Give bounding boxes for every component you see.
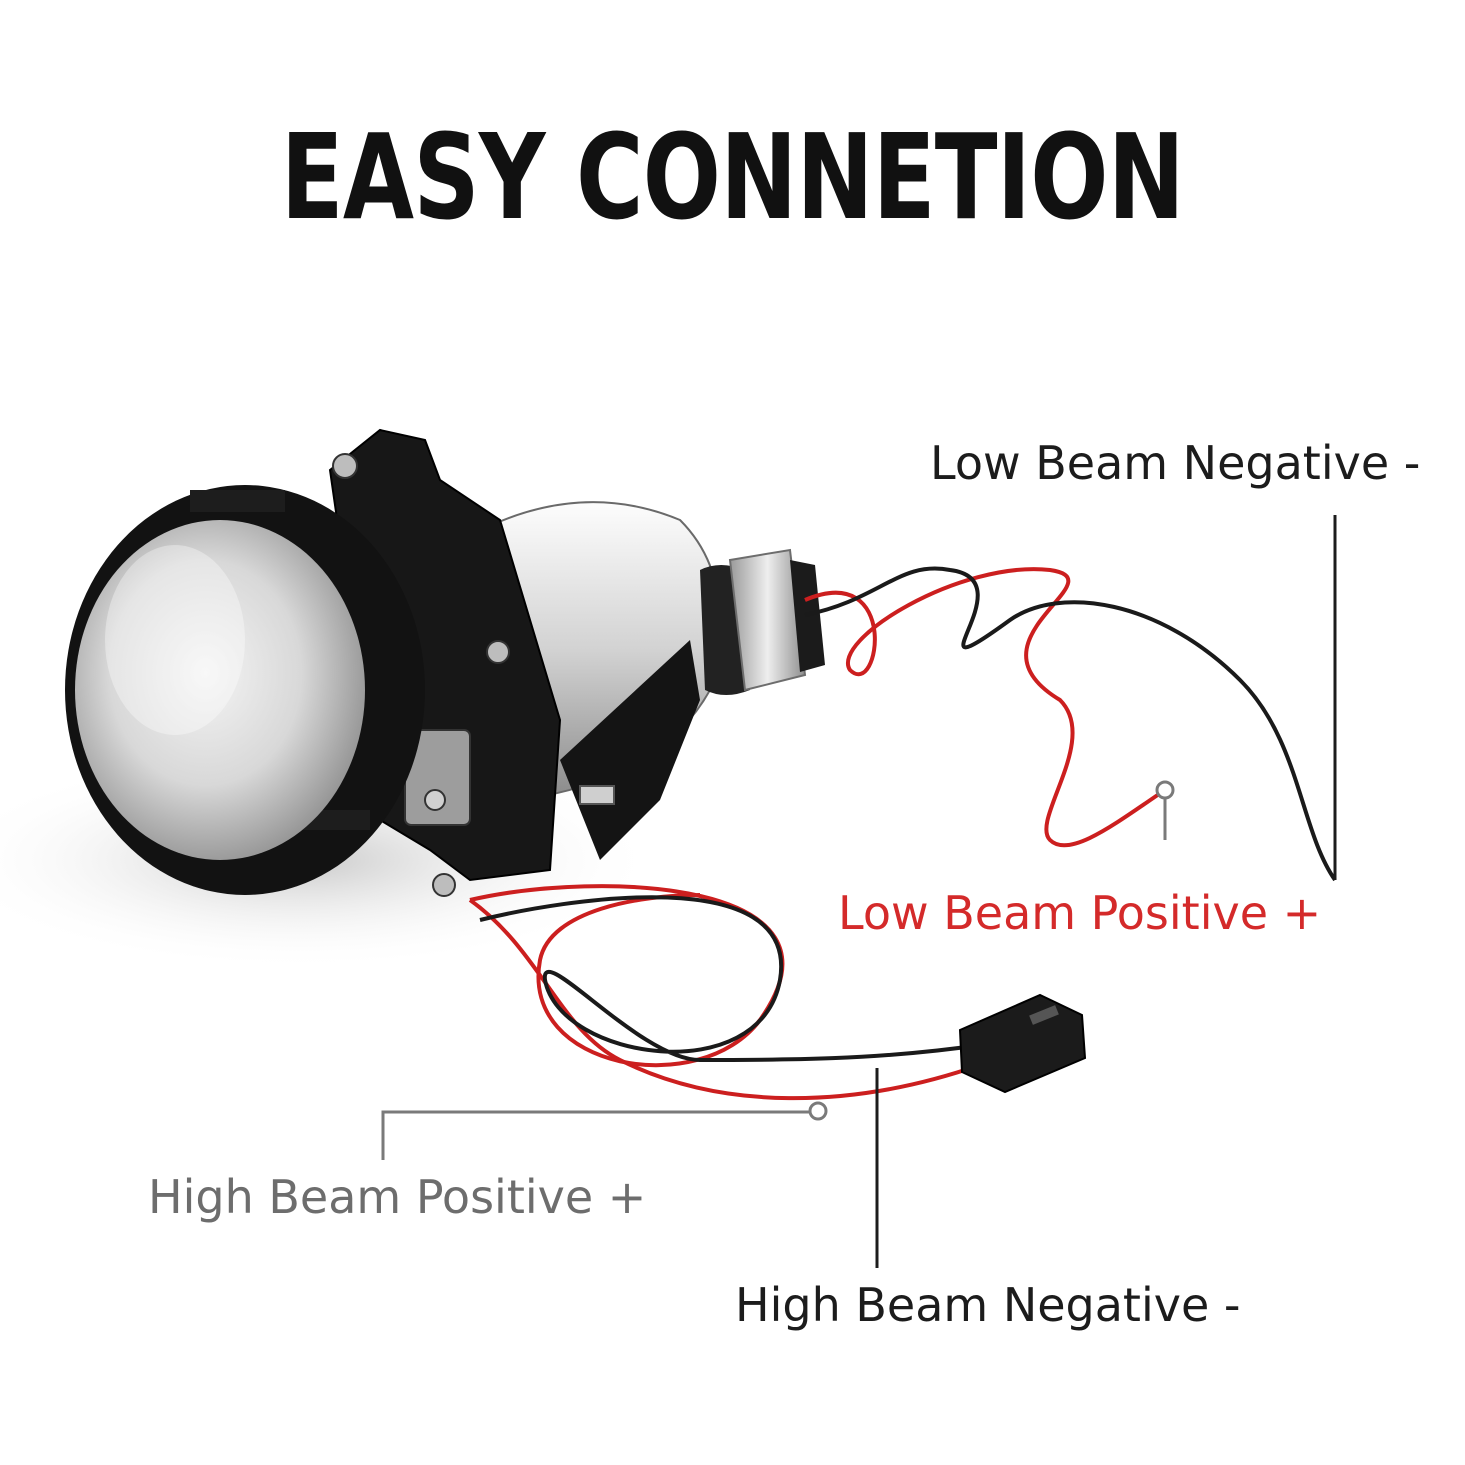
high-beam-black-wire <box>479 895 981 1063</box>
low-beam-negative-label: Low Beam Negative - <box>930 436 1421 490</box>
lens-glass <box>75 520 365 860</box>
bracket-screw-mid <box>486 640 510 664</box>
high-beam-positive-label: High Beam Positive + <box>148 1170 647 1224</box>
threaded-nut <box>728 548 807 692</box>
wire-connector-plug <box>958 993 1087 1094</box>
low-beam-positive-label: Low Beam Positive + <box>838 886 1322 940</box>
high-pos-leader <box>381 1110 812 1160</box>
bracket-screw-low <box>432 873 456 897</box>
low-beam-red-wire <box>804 567 1170 848</box>
lens-ring-tab-top <box>190 490 285 512</box>
rear-tab <box>579 785 615 805</box>
bracket-screw-top <box>332 453 358 479</box>
page-title: EASY CONNETION <box>280 108 1185 246</box>
high-beam-negative-label: High Beam Negative - <box>735 1278 1241 1332</box>
low-pos-marker <box>1155 780 1175 800</box>
lens-highlight <box>105 545 245 735</box>
high-beam-red-wire-loop <box>469 884 785 1068</box>
low-beam-black-wire <box>804 566 1337 882</box>
high-beam-red-wire <box>468 898 981 1101</box>
high-pos-marker <box>808 1101 828 1121</box>
